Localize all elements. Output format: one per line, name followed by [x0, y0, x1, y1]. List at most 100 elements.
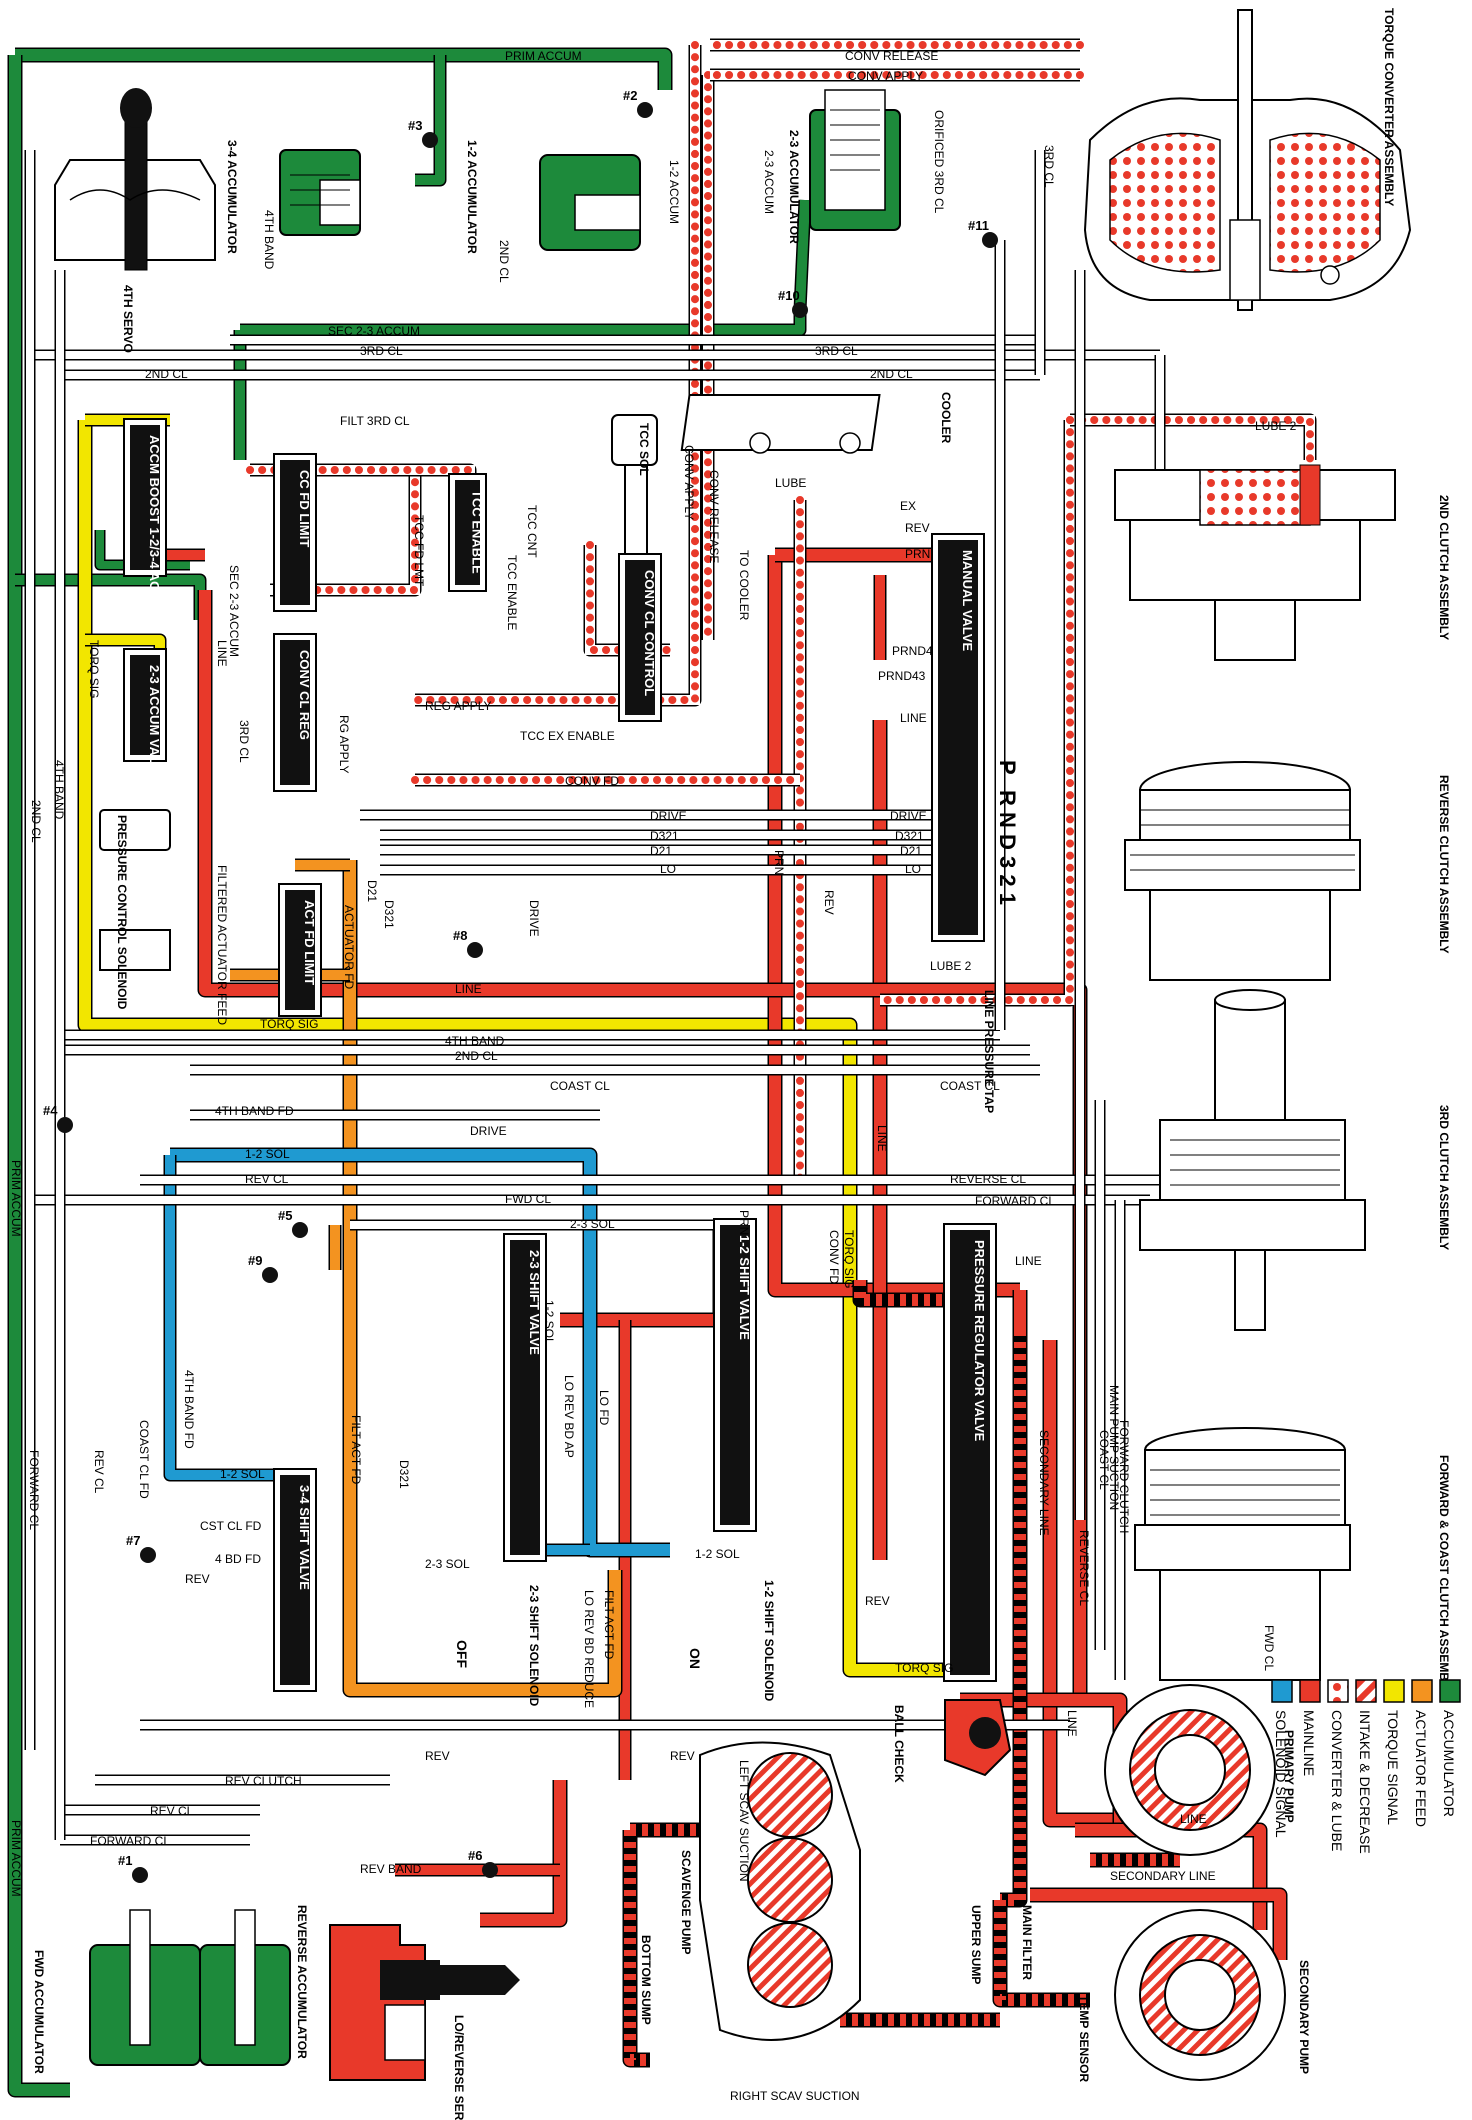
legend-swatch: [1271, 1679, 1293, 1703]
pipe-dots: [1066, 416, 1314, 464]
pipe-hatch: [1000, 1330, 1026, 1906]
valve-spool: [130, 655, 160, 755]
line-label: LO FD: [597, 1390, 611, 1426]
title-scavenge-pump: SCAVENGE PUMP: [679, 1850, 693, 1954]
line-label: FORWARD CLUTCH: [1117, 1420, 1131, 1533]
line-label: ORIFICED 3RD CL: [932, 110, 946, 214]
line-label: TO COOLER: [737, 550, 751, 621]
check-ball: [262, 1267, 278, 1283]
line-label: TCC EX ENABLE: [520, 729, 615, 743]
line-label: DRIVE: [527, 900, 541, 937]
sol-23-state: OFF: [454, 1640, 470, 1668]
line-label: LINE: [215, 640, 229, 667]
check-ball-label: #8: [453, 928, 467, 943]
line-label: PRND4: [892, 644, 933, 658]
line-label: LINE: [900, 711, 927, 725]
line-label: FILT ACT FD: [349, 1415, 363, 1485]
line-label: LINE: [1065, 1710, 1079, 1737]
line-label: PRND43: [878, 669, 926, 683]
title-bottom-sump: BOTTOM SUMP: [639, 1935, 653, 2025]
secondary-pump-drawing: [1114, 1909, 1286, 2081]
valve-spool: [455, 480, 480, 585]
line-label: FWD CL: [1262, 1625, 1276, 1671]
line-label: 4 BD FD: [215, 1552, 261, 1566]
title-fourth-servo: 4TH SERVO: [121, 285, 135, 353]
gear-selector: P R N D 3 2 1: [995, 760, 1020, 905]
check-ball: [637, 102, 653, 118]
title-forward-coast: FORWARD & COAST CLUTCH ASSEMBLY: [1437, 1455, 1451, 1695]
line-label: LUBE 2: [930, 959, 972, 973]
line-label: SECONDARY LINE: [1037, 1430, 1051, 1536]
valve-label: 2-3 SHIFT VALVE: [527, 1250, 542, 1355]
line-label: FILT 3RD CL: [340, 414, 410, 428]
check-ball: [792, 302, 808, 318]
line-label: D321: [397, 1460, 411, 1489]
title-tcc-sol: TCC SOL: [637, 423, 651, 476]
pipe-dots: [876, 416, 1074, 1004]
pipe-red: [769, 555, 1020, 1296]
line-label: 1-2 SOL: [220, 1467, 265, 1481]
pipe-dots: [411, 41, 699, 704]
line-label: 3RD CL: [360, 344, 403, 358]
gear-selector-positions: R N D 3 2 1: [995, 790, 1020, 905]
line-label: REV: [905, 521, 930, 535]
line-label: 2ND CL: [145, 367, 188, 381]
check-ball: [57, 1117, 73, 1133]
line-label: FORWARD CL: [27, 1450, 41, 1530]
line-label: PRN: [905, 547, 930, 561]
title-cooler: COOLER: [939, 392, 953, 444]
pipe-blue: [165, 1155, 290, 1480]
line-label: 4TH BAND FD: [215, 1104, 294, 1118]
line-label: REV BAND: [360, 1862, 422, 1876]
title-primary-pump: PRIMARY PUMP: [1282, 1730, 1296, 1823]
line-label: FILT ACT FD: [602, 1590, 616, 1660]
check-ball: [132, 1867, 148, 1883]
legend-label: INTAKE & DECREASE: [1357, 1710, 1373, 1854]
title-main-filter: MAIN FILTER: [1020, 1905, 1034, 1980]
line-label: 1-2 ACCUM: [667, 160, 681, 224]
line-label: 2ND CL: [870, 367, 913, 381]
line-label: REG APPLY: [425, 699, 491, 713]
line-label: 2ND CL: [455, 1049, 498, 1063]
check-ball-label: #2: [623, 88, 637, 103]
title-secondary-pump: SECONDARY PUMP: [1297, 1960, 1311, 2074]
title-accum-23: 2-3 ACCUMULATOR: [787, 130, 801, 244]
title-upper-sump: UPPER SUMP: [969, 1905, 983, 1984]
line-label: LO REV BD REDUCE: [582, 1590, 596, 1708]
line-label: 2-3 SOL: [425, 1557, 470, 1571]
line-label: FWD CL: [505, 1192, 551, 1206]
tcc-solenoid-drawing: [611, 414, 658, 556]
title-reverse-clutch: REVERSE CLUTCH ASSEMBLY: [1437, 775, 1451, 953]
legend-swatch: [1299, 1679, 1321, 1703]
line-label: CONV APPLY: [848, 69, 923, 83]
line-label: CONV APPLY: [682, 445, 696, 520]
check-ball-label: #11: [968, 218, 989, 233]
line-label: FORWARD CL: [90, 1834, 170, 1848]
line-label: LO REV BD AP: [562, 1375, 576, 1458]
assembly-titles: TORQUE CONVERTER ASSEMBLY 2ND CLUTCH ASS…: [32, 8, 1451, 2120]
title-torque-converter: TORQUE CONVERTER ASSEMBLY: [1382, 8, 1396, 206]
line-label: D21: [900, 844, 922, 858]
legend-label: CONVERTER & LUBE: [1329, 1710, 1345, 1851]
line-label: TORQ SIG: [895, 1661, 953, 1675]
line-label: SECONDARY LINE: [1110, 1869, 1216, 1883]
pipe-dots: [266, 466, 419, 594]
line-label: REV CL: [92, 1450, 106, 1494]
pipe-green: [795, 199, 810, 311]
valve-label: TCC ENABLE: [470, 490, 485, 574]
check-ball: [467, 942, 483, 958]
valve-spool: [720, 1225, 750, 1525]
legend-label: SOLENOID SIGNAL: [1273, 1710, 1289, 1838]
line-label: 3RD CL: [237, 720, 251, 763]
valve-spool: [938, 540, 978, 935]
pipe-hatch: [994, 1900, 1090, 2006]
title-third-clutch: 3RD CLUTCH ASSEMBLY: [1437, 1105, 1451, 1250]
line-label: LINE: [875, 1125, 889, 1152]
line-label: D321: [895, 829, 924, 843]
check-ball: [482, 1862, 498, 1878]
line-label: REV: [185, 1572, 210, 1586]
line-label: TORQ SIG: [87, 640, 101, 698]
line-label: PRN: [737, 1210, 751, 1235]
line-label: PRIM ACCUM: [9, 1160, 23, 1237]
